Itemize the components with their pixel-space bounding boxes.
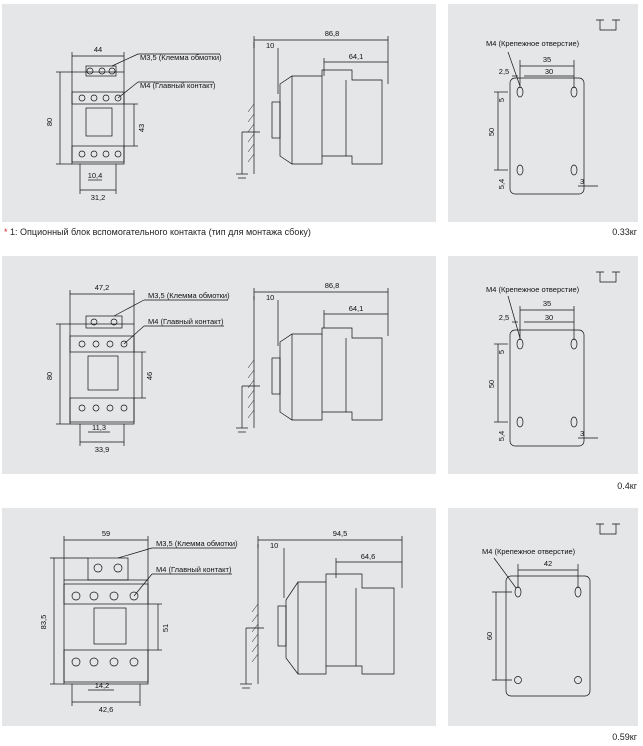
main-contact-label: M4 (Главный контакт) (156, 565, 232, 574)
contactor-drawing-1: 44 M3,5 (Клемма обмотки) M4 (Главный кон… (45, 29, 389, 202)
main-contact-label: M4 (Главный контакт) (148, 317, 224, 326)
base-width-label: 33,9 (95, 445, 110, 454)
mount-hole-label: M4 (Крепежное отверстие) (486, 39, 580, 48)
side-depth-label: 86,8 (325, 29, 340, 38)
side-depth-label: 86,8 (325, 281, 340, 290)
mount-hole-label: M4 (Крепежное отверстие) (486, 285, 580, 294)
weight-label-2: 0.4кг (617, 481, 637, 491)
coil-terminal-label: M3,5 (Клемма обмотки) (140, 53, 222, 62)
terminal-pitch-label: 14,2 (95, 681, 110, 690)
side-gap-label: 10 (270, 541, 278, 550)
front-width-label: 47,2 (95, 283, 110, 292)
front-width-label: 44 (94, 45, 102, 54)
mounting-drawing-2: M4 (Крепежное отверстие) 35 30 2,5 5 50 … (486, 271, 620, 447)
mount-hole-label: M4 (Крепежное отверстие) (482, 547, 576, 556)
mount-outer-label: 35 (543, 55, 551, 64)
front-height-label: 80 (45, 372, 54, 380)
din-rail-icon (596, 271, 620, 283)
mounting-drawing-3: M4 (Крепежное отверстие) 42 60 (482, 523, 620, 697)
coil-terminal-label: M3,5 (Клемма обмотки) (148, 291, 230, 300)
mount-top-gap-label: 5 (497, 350, 506, 354)
front-inner-height-label: 46 (145, 372, 154, 380)
terminal-pitch-label: 10,4 (88, 171, 103, 180)
mounting-panel-3: M4 (Крепежное отверстие) 42 60 (448, 508, 638, 726)
footnote-marker: * (4, 227, 8, 237)
footnote-text: 1: Опционный блок вспомогательного конта… (10, 227, 311, 237)
side-body-depth-label: 64,1 (349, 304, 364, 313)
mounting-drawing-1: M4 (Крепежное отверстие) 35 30 2,5 5 50 … (486, 19, 620, 195)
mount-height-label: 50 (487, 128, 496, 136)
contactor-drawing-panel-1: 44 M3,5 (Клемма обмотки) M4 (Главный кон… (2, 4, 436, 222)
mount-inner-label: 30 (545, 67, 553, 76)
base-width-label: 31,2 (91, 193, 106, 202)
mounting-panel-2: M4 (Крепежное отверстие) 35 30 2,5 5 50 … (448, 256, 638, 474)
mount-height-label: 60 (485, 632, 494, 640)
front-width-label: 59 (102, 529, 110, 538)
front-inner-height-label: 43 (137, 124, 146, 132)
contactor-drawing-panel-2: 47,2 M3,5 (Клемма обмотки) M4 (Главный к… (2, 256, 436, 474)
weight-label-3: 0.59кг (612, 732, 637, 742)
side-body-depth-label: 64,1 (349, 52, 364, 61)
mount-height-label: 50 (487, 380, 496, 388)
side-gap-label: 10 (266, 41, 274, 50)
weight-label-1: 0.33кг (612, 227, 637, 237)
contactor-drawing-3: 59 M3,5 (Клемма обмотки) M4 (Главный кон… (39, 529, 403, 714)
mount-bottom-gap-label: 5,4 (497, 431, 506, 441)
front-height-label: 80 (45, 118, 54, 126)
din-rail-icon (596, 523, 620, 535)
mounting-panel-1: M4 (Крепежное отверстие) 35 30 2,5 5 50 … (448, 4, 638, 222)
front-height-label: 83,5 (39, 615, 48, 630)
mount-offset-label: 2,5 (499, 313, 509, 322)
main-contact-label: M4 (Главный контакт) (140, 81, 216, 90)
mount-outer-label: 42 (544, 559, 552, 568)
mount-bottom-gap-label: 5,4 (497, 179, 506, 189)
contactor-drawing-panel-3: 59 M3,5 (Клемма обмотки) M4 (Главный кон… (2, 508, 436, 726)
side-body-depth-label: 64,6 (361, 552, 376, 561)
mount-right-gap-label: 3 (580, 177, 584, 186)
mount-right-gap-label: 3 (580, 429, 584, 438)
contactor-drawing-2: 47,2 M3,5 (Клемма обмотки) M4 (Главный к… (45, 281, 389, 454)
mount-top-gap-label: 5 (497, 98, 506, 102)
front-inner-height-label: 51 (161, 624, 170, 632)
coil-terminal-label: M3,5 (Клемма обмотки) (156, 539, 238, 548)
din-rail-icon (596, 19, 620, 31)
mount-offset-label: 2,5 (499, 67, 509, 76)
base-width-label: 42,6 (99, 705, 114, 714)
terminal-pitch-label: 11,3 (92, 423, 106, 432)
mount-inner-label: 30 (545, 313, 553, 322)
footnote: * 1: Опционный блок вспомогательного кон… (4, 227, 311, 237)
mount-outer-label: 35 (543, 299, 551, 308)
side-depth-label: 94,5 (333, 529, 348, 538)
side-gap-label: 10 (266, 293, 274, 302)
